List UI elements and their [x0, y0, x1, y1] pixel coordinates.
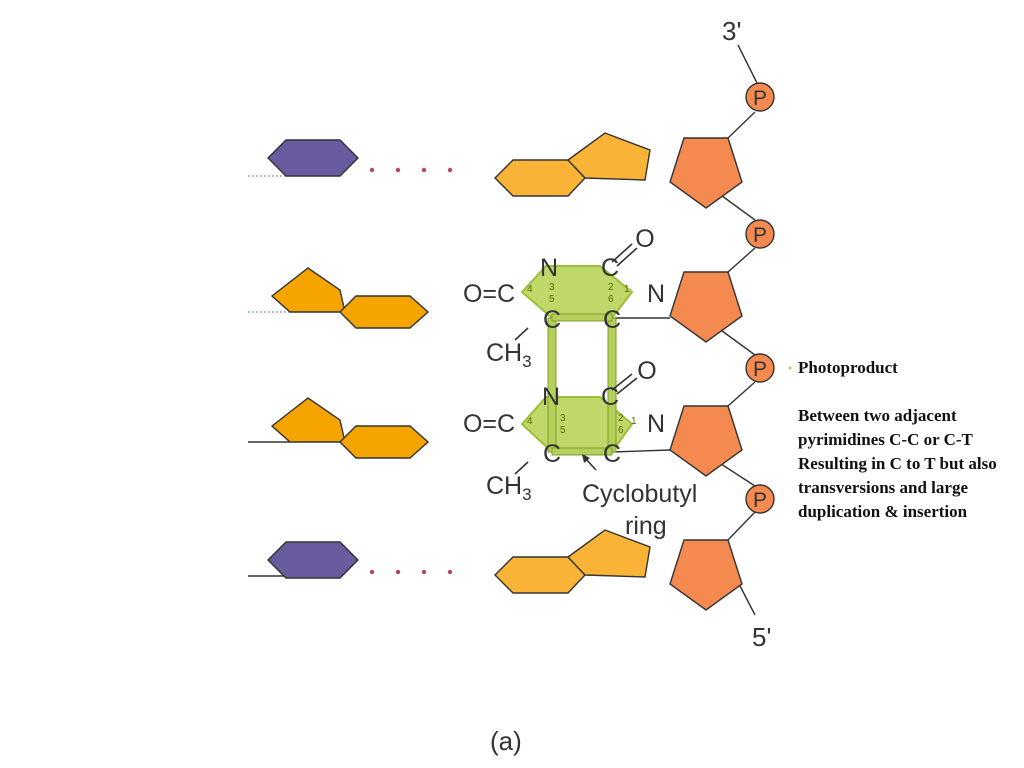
pointer-arrowhead — [582, 454, 590, 463]
phosphate-label: P — [753, 224, 767, 247]
backbone-line — [727, 247, 756, 273]
phosphate-label: P — [753, 489, 767, 512]
nitrogen-atom: N — [647, 410, 665, 438]
backbone-line — [727, 381, 756, 407]
oxygen-atom: O — [635, 225, 654, 253]
methyl-group: CH3 — [486, 472, 532, 504]
note-title: Photoproduct — [798, 358, 898, 377]
phosphate-groups: P P P P — [745, 82, 775, 514]
deoxyribose-sugars — [669, 137, 743, 611]
note-line: pyrimidines C-C or C-T — [798, 430, 973, 449]
panel-label: (a) — [490, 726, 522, 756]
carbon-atom: C — [543, 306, 561, 334]
ring-number: 3 — [549, 282, 555, 293]
carbonyl-group: O=C — [463, 410, 515, 438]
ring-number: 2 — [618, 413, 624, 424]
pyrimidine-dimer: N C O N O=C C C CH3 N C O N O=C C C CH3 … — [463, 225, 665, 504]
backbone-line-3prime — [737, 44, 758, 84]
three-prime-label: 3' — [722, 16, 741, 46]
sugar-pentagon — [669, 539, 743, 611]
right-strand-bases — [494, 132, 651, 594]
carbon-atom: C — [603, 440, 621, 468]
purine-pentagon — [566, 132, 651, 181]
nitrogen-atom: N — [540, 254, 558, 282]
purine-pentagon — [270, 397, 346, 443]
backbone-line — [717, 461, 756, 487]
oxygen-atom: O — [637, 357, 656, 385]
note-line: transversions and large — [798, 478, 968, 497]
ring-label: ring — [625, 512, 667, 540]
purple-base-hexagon — [267, 139, 359, 177]
phosphate-circle: P — [745, 353, 775, 383]
purple-base-hexagon — [267, 541, 359, 579]
sugar-phosphate-backbone — [717, 44, 758, 616]
glycosidic-bonds — [611, 317, 671, 453]
phosphate-circle: P — [745, 219, 775, 249]
ring-number: 2 — [608, 282, 614, 293]
sugar-pentagon — [669, 137, 743, 209]
cyclobutyl-annotation: Cyclobutyl ring — [582, 454, 697, 540]
pyrimidine-hexagon — [339, 425, 430, 459]
cyclobutyl-label: Cyclobutyl — [582, 480, 697, 508]
carbonyl-group: O=C — [463, 280, 515, 308]
sugar-pentagon — [669, 405, 743, 477]
hydrogen-bond-dots — [369, 167, 453, 575]
ring-number: 4 — [527, 284, 533, 295]
backbone-line — [717, 192, 756, 221]
five-prime-label: 5' — [752, 622, 771, 652]
sugar-pentagon — [669, 271, 743, 343]
pyrimidine-hexagon — [339, 295, 430, 329]
backbone-line-5prime — [737, 581, 756, 616]
carbonyl-bonds — [514, 243, 638, 475]
ring-number: 6 — [608, 294, 614, 305]
backbone-line — [717, 327, 756, 356]
pyrimidine-hexagon — [494, 556, 586, 594]
note-marker — [788, 366, 792, 370]
note-line: Between two adjacent — [798, 406, 957, 425]
pyrimidine-hexagon — [494, 159, 586, 197]
phosphate-label: P — [753, 358, 767, 381]
phosphate-circle: P — [745, 484, 775, 514]
ring-number: 3 — [560, 413, 566, 424]
ring-number: 1 — [631, 416, 637, 427]
backbone-line — [727, 111, 756, 139]
note-line: duplication & insertion — [798, 502, 968, 521]
methyl-group: CH3 — [486, 339, 532, 371]
photoproduct-note: Photoproduct Between two adjacent pyrimi… — [798, 356, 1024, 524]
backbone-line — [727, 511, 756, 541]
carbon-atom: C — [601, 383, 619, 411]
ring-number: 4 — [527, 416, 533, 427]
purine-pentagon — [270, 267, 346, 313]
left-strand — [248, 139, 430, 579]
ring-number: 5 — [560, 425, 566, 436]
phosphate-circle: P — [745, 82, 775, 112]
nitrogen-atom: N — [647, 280, 665, 308]
carbon-atom: C — [543, 440, 561, 468]
ring-number: 5 — [549, 294, 555, 305]
carbon-atom: C — [601, 254, 619, 282]
note-line: Resulting in C to T but also — [798, 454, 997, 473]
ring-number: 6 — [618, 425, 624, 436]
phosphate-label: P — [753, 87, 767, 110]
ring-number: 1 — [624, 284, 630, 295]
carbon-atom: C — [603, 306, 621, 334]
cyclobutyl-ring-bonds — [547, 313, 617, 456]
purine-pentagon — [566, 529, 651, 578]
nitrogen-atom: N — [542, 383, 560, 411]
